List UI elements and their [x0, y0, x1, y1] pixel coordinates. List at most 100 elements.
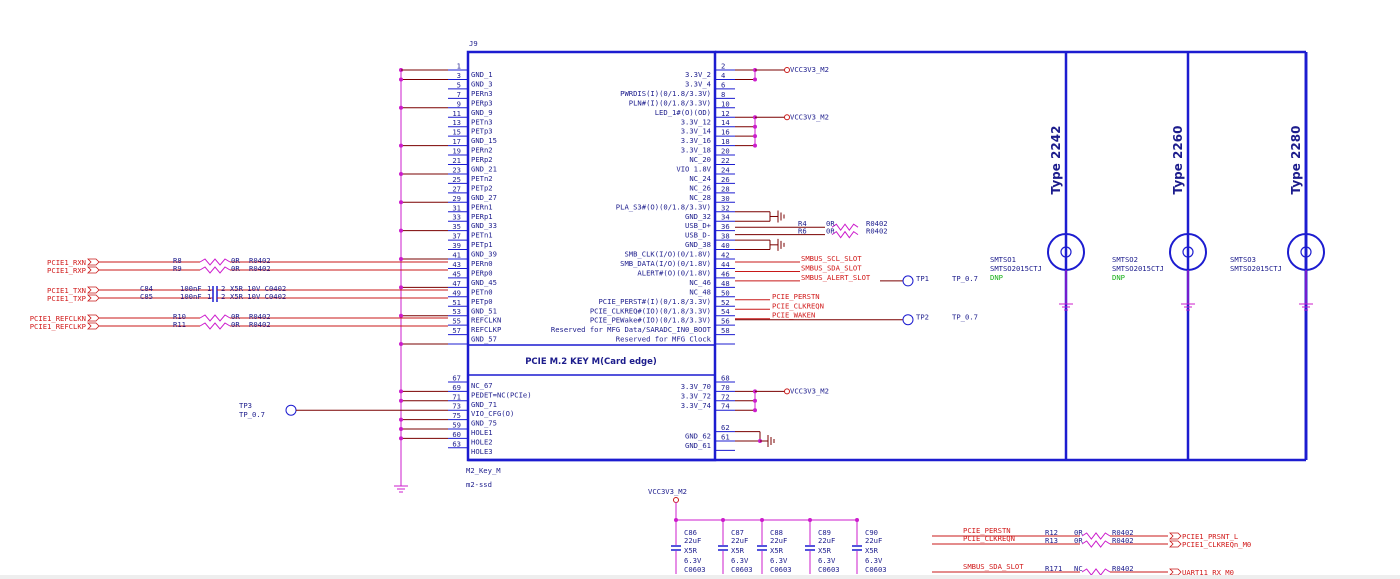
pin-name: GND_71 — [471, 400, 497, 409]
resistor-value: 0R — [231, 264, 240, 273]
pin-number: 68 — [721, 374, 730, 383]
cap-voltage: 6.3V — [770, 556, 788, 565]
pin-number: 51 — [452, 298, 461, 307]
resistor-package: R0402 — [249, 312, 271, 321]
net-label: SMBUS_SDA_SLOT — [801, 263, 862, 272]
pin-number: 70 — [721, 383, 730, 392]
pin-name: PETn2 — [471, 174, 493, 183]
pin-number: 9 — [457, 99, 461, 108]
cap-package: C0603 — [770, 565, 792, 574]
resistor-symbol — [199, 266, 231, 274]
pin-number: 18 — [721, 137, 730, 146]
pin-name: REFCLKN — [471, 316, 501, 325]
cap-dielectric: X5R — [731, 546, 745, 555]
pin-name: PERn2 — [471, 146, 493, 155]
connector-partname: M2_Key_M — [466, 466, 501, 475]
pin-number: 75 — [452, 411, 461, 420]
cap-package: C0603 — [865, 565, 887, 574]
pin-number: 59 — [452, 421, 461, 430]
pin-number: 72 — [721, 392, 730, 401]
resistor-package: R0402 — [249, 320, 271, 329]
vcc-net-label: VCC3V3_M2 — [790, 386, 829, 395]
pin-name: PERp2 — [471, 155, 493, 164]
pin-number: 33 — [452, 213, 461, 222]
junction-dot — [753, 77, 757, 82]
net-port-arrow — [1169, 532, 1182, 540]
junction-dot — [399, 342, 403, 347]
pin-name: PEDET=NC(PCIe) — [471, 390, 532, 399]
pin-number: 5 — [457, 80, 461, 89]
resistor-ref: R10 — [173, 312, 186, 321]
pin-name: NC_28 — [689, 193, 711, 202]
pin-number: 15 — [452, 128, 461, 137]
pin-name: GND_15 — [471, 136, 497, 145]
cap-voltage: 6.3V — [731, 556, 749, 565]
pin-name: PERp0 — [471, 268, 493, 277]
net-label: PCIE1_REFCLKN — [30, 314, 86, 323]
resistor-symbol — [1081, 568, 1111, 576]
resistor-symbol — [831, 223, 859, 232]
pin-name: HOLE3 — [471, 447, 493, 456]
standoff-part: SMTSO2015CTJ — [990, 264, 1042, 273]
standoff-type-label: Type 2242 — [1049, 126, 1063, 195]
pin-number: 14 — [721, 118, 730, 127]
pin-name: Reserved for MFG Clock — [616, 335, 712, 344]
net-label: UART11_RX_M0 — [1182, 568, 1234, 577]
standoff-ref: SMTSO1 — [990, 255, 1016, 264]
pin-name: GND_33 — [471, 221, 497, 230]
pin-name: 3.3V_74 — [681, 401, 711, 410]
pin-name: GND_1 — [471, 70, 493, 79]
pin-number: 43 — [452, 260, 461, 269]
pin-name: PLA_S3#(O)(0/1.8/3.3V) — [616, 202, 711, 211]
cap-pin: 1 — [207, 284, 211, 293]
cap-value: 22uF — [731, 536, 748, 545]
standoff-ref: SMTSO2 — [1112, 255, 1138, 264]
pin-number: 12 — [721, 109, 730, 118]
net-label: PCIE1_PRSNT_L — [1182, 532, 1238, 541]
junction-dot — [753, 134, 757, 139]
resistor-ref: R4 — [798, 219, 807, 228]
pin-number: 20 — [721, 147, 730, 156]
pin-number: 25 — [452, 175, 461, 184]
resistor-value: 0R — [826, 227, 835, 236]
pin-name: 3.3V_4 — [685, 79, 711, 88]
net-port-arrow — [87, 286, 100, 294]
resistor-package: R0402 — [249, 264, 271, 273]
pin-number: 35 — [452, 222, 461, 231]
net-port-arrow — [1169, 540, 1182, 548]
pin-number: 31 — [452, 203, 461, 212]
pin-number: 34 — [721, 213, 730, 222]
pin-name: 3.3V_70 — [681, 382, 711, 391]
resistor-ref: R9 — [173, 264, 182, 273]
resistor-symbol — [1081, 540, 1111, 548]
cap-spec: X5R 10V C0402 — [230, 284, 286, 293]
resistor-ref: R11 — [173, 320, 186, 329]
pin-name: HOLE1 — [471, 428, 493, 437]
cap-ref: C88 — [770, 528, 783, 537]
resistor-ref: R12 — [1045, 528, 1058, 537]
net-label: PCIE1_CLKREQn_M0 — [1182, 540, 1251, 549]
resistor-package: R0402 — [1112, 564, 1134, 573]
pin-number: 28 — [721, 184, 730, 193]
testpoint-ref: TP1 — [916, 274, 929, 283]
cap-value: 22uF — [865, 536, 882, 545]
resistor-ref: R6 — [798, 227, 807, 236]
net-label: SMBUS_ALERT_SLOT — [801, 273, 871, 282]
testpoint-value: TP_0.7 — [239, 410, 265, 419]
pin-number: 26 — [721, 175, 730, 184]
pin-name: GND_3 — [471, 79, 493, 88]
pin-number: 56 — [721, 317, 730, 326]
resistor-value: 0R — [1074, 536, 1083, 545]
resistor-package: R0402 — [866, 219, 888, 228]
pin-number: 49 — [452, 288, 461, 297]
pin-name: GND_62 — [685, 432, 711, 441]
vcc-net-label: VCC3V3_M2 — [790, 112, 829, 121]
pin-name: NC_26 — [689, 183, 711, 192]
junction-dot — [399, 417, 403, 422]
vcc-port — [784, 114, 790, 121]
junction-dot — [399, 105, 403, 110]
pin-number: 74 — [721, 402, 730, 411]
pin-number: 16 — [721, 128, 730, 137]
